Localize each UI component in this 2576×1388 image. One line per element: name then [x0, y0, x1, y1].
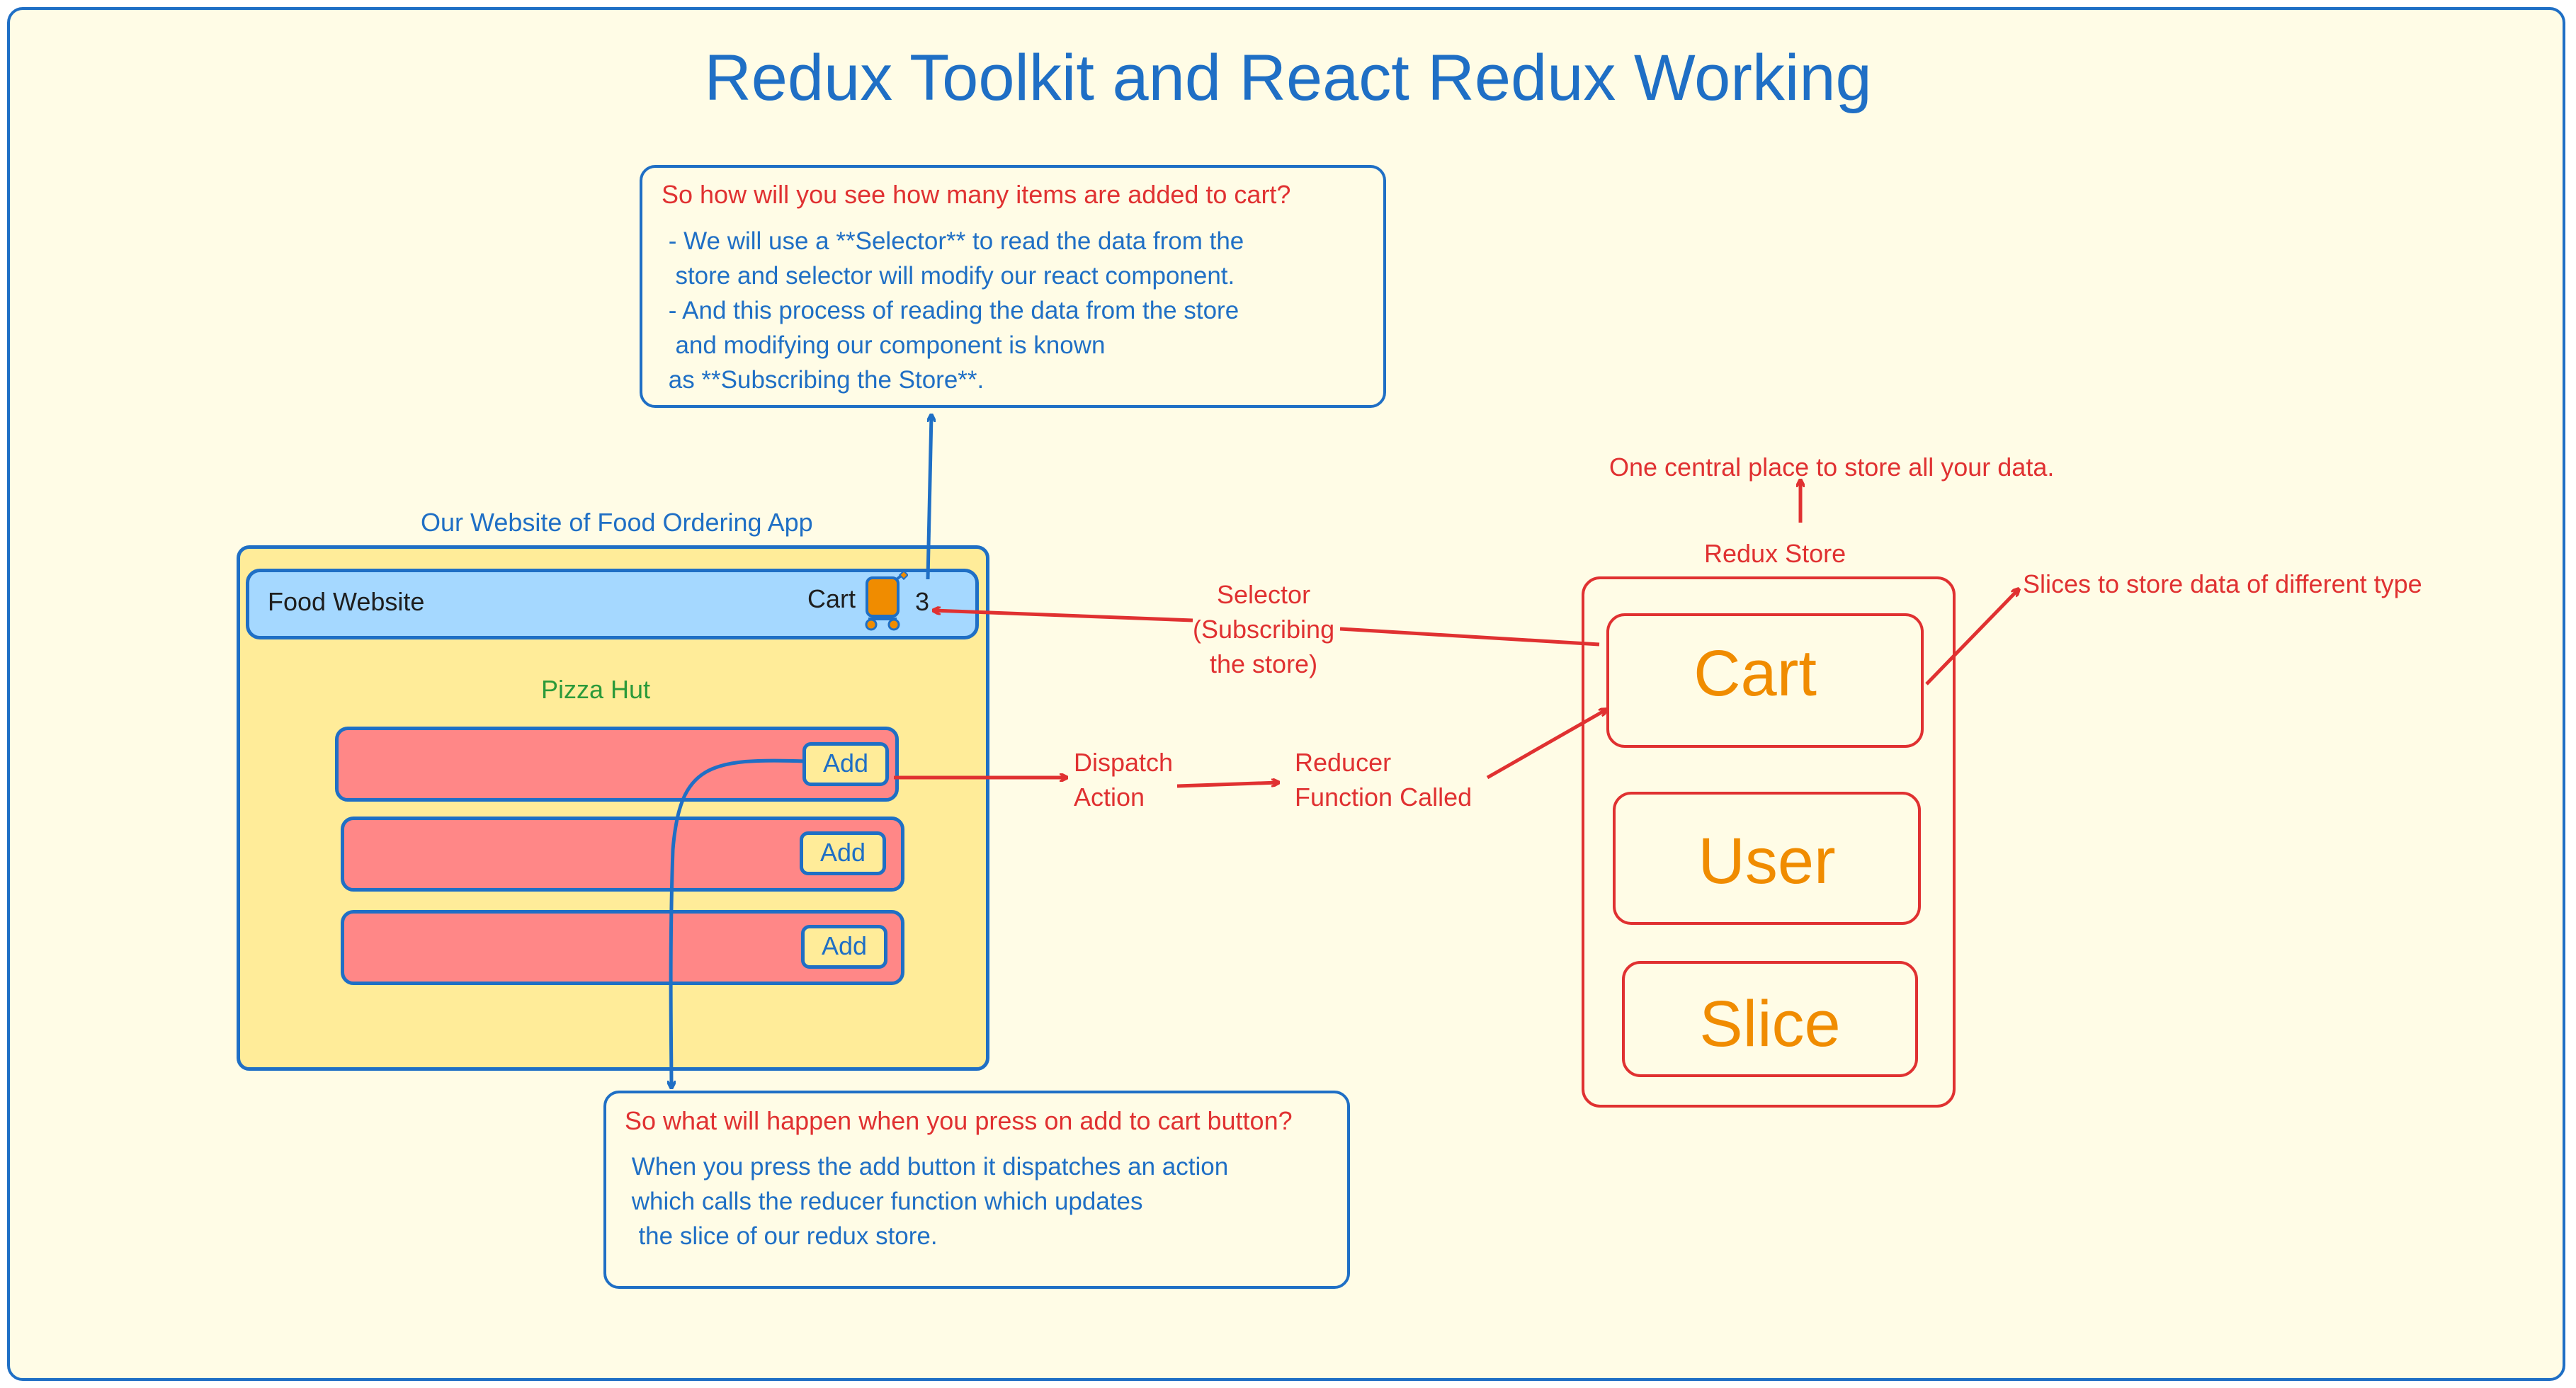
- selector-callout-line: as **Subscribing the Store**.: [662, 366, 985, 394]
- website-navbar: [246, 569, 979, 639]
- diagram-title: Redux Toolkit and React Redux Working: [704, 42, 1872, 114]
- website-caption: Our Website of Food Ordering App: [421, 508, 813, 537]
- restaurant-name: Pizza Hut: [541, 675, 651, 704]
- dispatch-callout-box: [603, 1091, 1350, 1289]
- dispatch-callout-line: the slice of our redux store.: [625, 1222, 938, 1250]
- dispatch-callout-line: which calls the reducer function which u…: [625, 1188, 1143, 1215]
- store-slice-cart-label: Cart: [1693, 637, 1817, 710]
- store-slice-generic: [1622, 961, 1918, 1077]
- add-to-cart-button[interactable]: Add: [801, 925, 887, 969]
- cart-link[interactable]: Cart: [807, 584, 856, 613]
- selector-callout-question: So how will you see how many items are a…: [662, 180, 1291, 209]
- add-to-cart-button[interactable]: Add: [800, 831, 886, 875]
- dispatch-action-label: Dispatch Action: [1074, 748, 1174, 812]
- store-slice-cart: [1606, 613, 1924, 748]
- dispatch-callout-question: So what will happen when you press on ad…: [625, 1106, 1293, 1135]
- store-slice-user-label: User: [1698, 825, 1836, 897]
- arrow-reducer-to-cart-slice: [1486, 710, 1606, 780]
- central-store-note: One central place to store all your data…: [1609, 453, 2055, 482]
- store-slice-user: [1613, 792, 1921, 925]
- selector-callout-line: store and selector will modify our react…: [662, 262, 1235, 290]
- redux-store-container: [1582, 576, 1956, 1108]
- redux-store-caption: Redux Store: [1704, 539, 1846, 568]
- arrow-store-to-cart-count: [934, 610, 1600, 647]
- reducer-label: Reducer Function Called: [1295, 748, 1473, 812]
- arrow-cart-slice-to-slices-note: [1925, 589, 2019, 686]
- selector-callout-line: and modifying our component is known: [662, 331, 1106, 359]
- selector-label: Selector (Subscribing the store): [1193, 580, 1335, 678]
- arrow-cart-to-selector-callout: [926, 415, 931, 580]
- website-brand: Food Website: [268, 587, 425, 616]
- selector-callout-box: [640, 165, 1386, 408]
- selector-callout-body: - We will use a **Selector** to read the…: [662, 224, 1244, 397]
- selector-callout-line: - And this process of reading the data f…: [662, 297, 1239, 324]
- arrow-add-to-dispatch-callout: [671, 758, 807, 1088]
- slices-note: Slices to store data of different type: [2023, 569, 2422, 598]
- selector-callout-line: - We will use a **Selector** to read the…: [662, 227, 1244, 255]
- dispatch-callout-line: When you press the add button it dispatc…: [625, 1153, 1229, 1181]
- cart-icon[interactable]: [863, 569, 909, 633]
- store-slice-generic-label: Slice: [1699, 988, 1841, 1060]
- dispatch-callout-body: When you press the add button it dispatc…: [625, 1149, 1228, 1253]
- arrow-dispatch-to-reducer: [1176, 783, 1278, 788]
- add-to-cart-button[interactable]: Add: [802, 742, 889, 786]
